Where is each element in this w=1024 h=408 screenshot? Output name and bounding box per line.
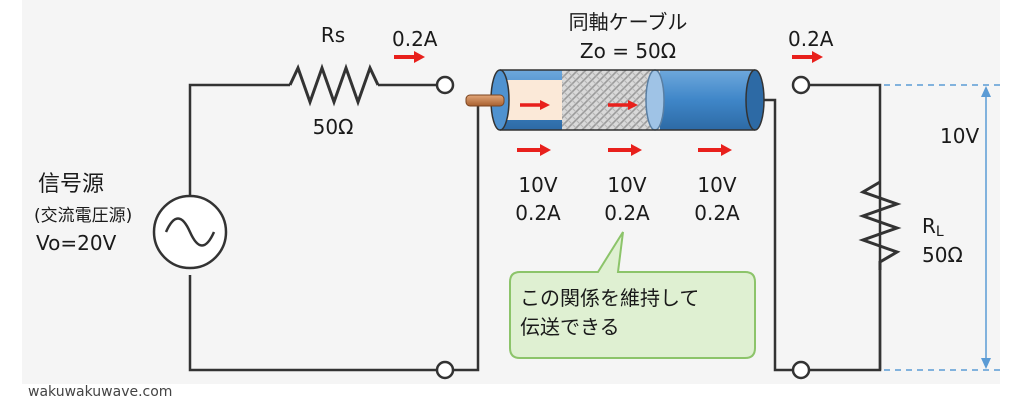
cable-inner-arrows	[520, 100, 638, 110]
output-terminal-bottom	[791, 360, 811, 380]
input-current-label: 0.2A	[392, 27, 438, 51]
source-title: 信号源	[38, 172, 104, 197]
callout-bubble	[509, 231, 756, 359]
watermark: wakuwakuwave.com	[28, 384, 173, 400]
output-terminal-top	[791, 75, 811, 95]
cable-impedance: Zo = 50Ω	[580, 39, 676, 63]
cable-outer-jacket	[655, 70, 755, 130]
load-resistor	[858, 180, 902, 270]
source-subtitle: (交流電圧源)	[34, 206, 132, 226]
rs-name: Rs	[321, 23, 345, 47]
input-terminal-bottom	[435, 360, 455, 380]
cable-title: 同軸ケーブル	[569, 10, 688, 34]
point2-voltage: 10V	[607, 173, 646, 197]
point2-current: 0.2A	[604, 201, 650, 225]
output-current-arrow	[792, 51, 823, 63]
coaxial-cable	[465, 69, 765, 131]
point3-current: 0.2A	[694, 201, 740, 225]
source-voltage: Vo=20V	[36, 231, 117, 255]
callout-line1: この関係を維持して	[520, 286, 699, 310]
cable-center-conductor-area	[504, 80, 562, 120]
line-arrows	[517, 144, 732, 156]
input-terminal-top	[435, 75, 455, 95]
output-current-label: 0.2A	[788, 27, 834, 51]
ac-source	[152, 194, 228, 270]
load-voltage-label: 10V	[940, 124, 979, 148]
callout-line2: 伝送できる	[520, 315, 620, 339]
load-value: 50Ω	[922, 243, 963, 267]
point1-voltage: 10V	[518, 173, 557, 197]
rs-resistor	[288, 63, 380, 107]
input-current-arrow	[394, 51, 425, 63]
rs-value: 50Ω	[313, 115, 354, 139]
load-voltage-dimension	[884, 84, 1000, 371]
load-name: RL	[922, 214, 944, 240]
point3-voltage: 10V	[697, 173, 736, 197]
cable-braid-shield	[560, 70, 660, 130]
center-conductor-pin	[465, 94, 505, 107]
point1-current: 0.2A	[515, 201, 561, 225]
